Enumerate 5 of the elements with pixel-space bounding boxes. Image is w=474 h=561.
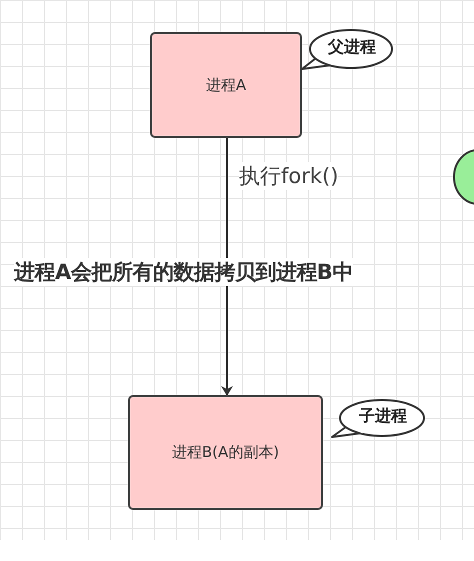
arrow (221, 138, 233, 396)
edge-label: 执行fork() (239, 162, 338, 190)
process-box: 进程A (150, 32, 302, 138)
note-text: 进程A会把所有的数据拷贝到进程B中 (14, 258, 353, 286)
process-box: 进程B(A的副本) (128, 395, 323, 510)
